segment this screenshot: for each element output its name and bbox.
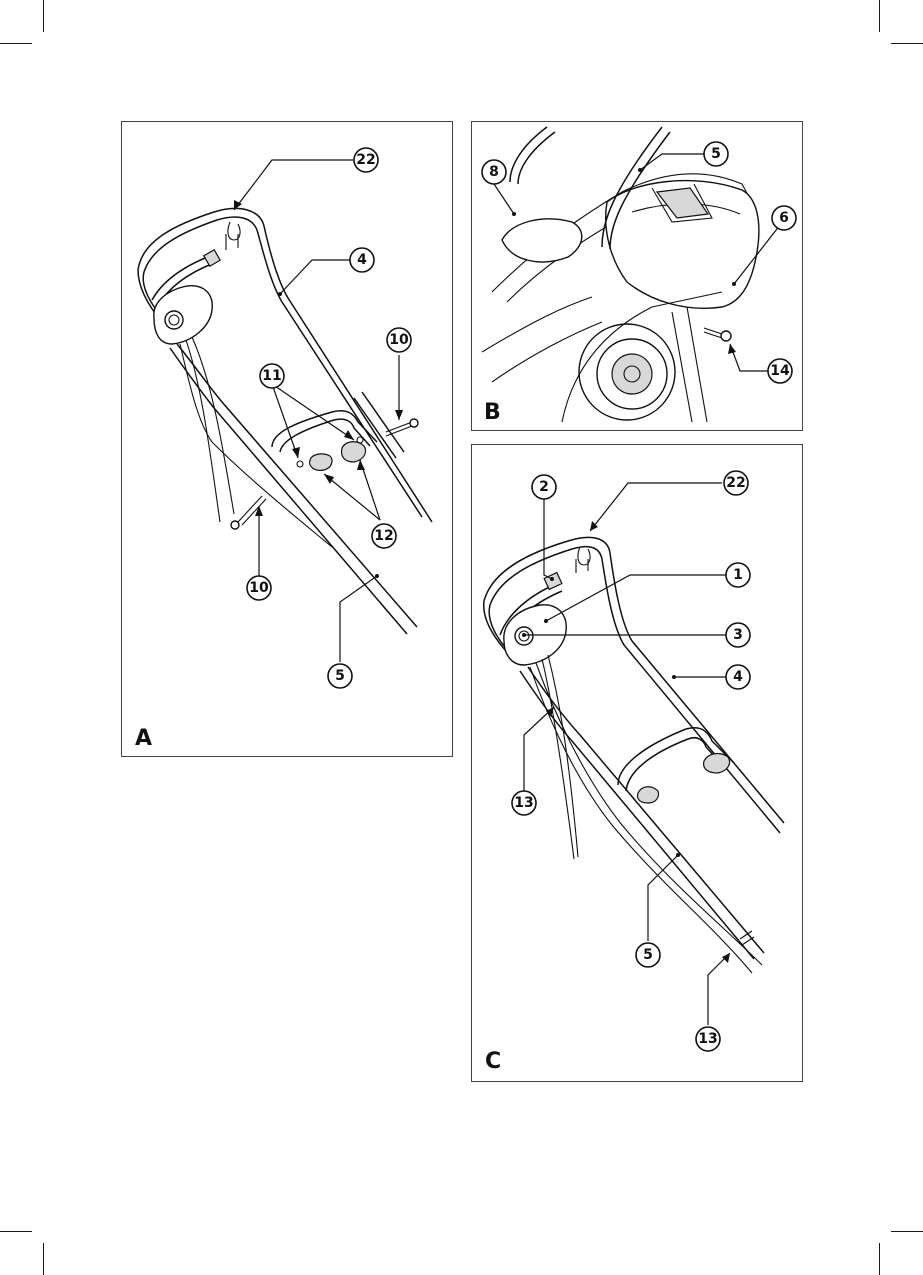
callout-22: 22	[724, 471, 748, 495]
callout-6: 6	[772, 206, 796, 230]
svg-text:4: 4	[357, 252, 367, 268]
crop-mark	[879, 0, 880, 32]
crop-mark	[43, 0, 44, 32]
crop-mark	[0, 43, 32, 44]
panel-label: B	[484, 400, 501, 425]
callout-8: 8	[482, 160, 506, 184]
svg-text:2: 2	[539, 479, 549, 495]
callout-10-lower: 10	[247, 576, 271, 600]
callout-5: 5	[328, 664, 352, 688]
svg-text:22: 22	[356, 152, 375, 168]
callout-10: 10	[387, 328, 411, 352]
svg-text:5: 5	[711, 146, 721, 162]
svg-text:10: 10	[249, 580, 269, 596]
callout-4: 4	[350, 248, 374, 272]
crop-mark	[0, 1231, 32, 1232]
crop-mark	[891, 43, 923, 44]
svg-text:1: 1	[733, 567, 743, 583]
svg-text:4: 4	[733, 669, 743, 685]
figure-panel-a: 22 4 10 11 12 10 5 A	[121, 121, 453, 757]
figure-panel-b: 8 5 6 14 B	[471, 121, 803, 431]
callout-13: 13	[512, 791, 536, 815]
callout-14: 14	[768, 359, 792, 383]
callout-22: 22	[354, 148, 378, 172]
svg-text:5: 5	[643, 947, 653, 963]
crop-mark	[879, 1243, 880, 1275]
svg-text:22: 22	[726, 475, 745, 491]
svg-text:13: 13	[514, 795, 533, 811]
callout-5: 5	[704, 142, 728, 166]
handle-assembly-illustration: 22 4 10 11 12 10 5	[122, 122, 453, 757]
crop-mark	[891, 1231, 923, 1232]
svg-text:13: 13	[698, 1031, 717, 1047]
assembled-handle-illustration: 2 22 1 3 4 13 5 13	[472, 445, 803, 1082]
svg-text:11: 11	[262, 368, 281, 384]
callout-4: 4	[726, 665, 750, 689]
svg-text:14: 14	[770, 363, 790, 379]
svg-text:6: 6	[779, 210, 789, 226]
svg-text:10: 10	[389, 332, 409, 348]
svg-text:3: 3	[733, 627, 743, 643]
crop-mark	[43, 1243, 44, 1275]
callout-5: 5	[636, 943, 660, 967]
svg-text:5: 5	[335, 668, 345, 684]
callout-1: 1	[726, 563, 750, 587]
callout-2: 2	[532, 475, 556, 499]
panel-label: C	[485, 1049, 501, 1074]
svg-text:8: 8	[489, 164, 499, 180]
grass-bag-illustration: 8 5 6 14	[472, 122, 803, 431]
panel-label: A	[135, 726, 152, 751]
callout-13-lower: 13	[696, 1027, 720, 1051]
svg-text:12: 12	[374, 528, 393, 544]
figure-panel-c: 2 22 1 3 4 13 5 13 C	[471, 444, 803, 1082]
callout-3: 3	[726, 623, 750, 647]
callout-11: 11	[260, 364, 284, 388]
callout-12: 12	[372, 524, 396, 548]
